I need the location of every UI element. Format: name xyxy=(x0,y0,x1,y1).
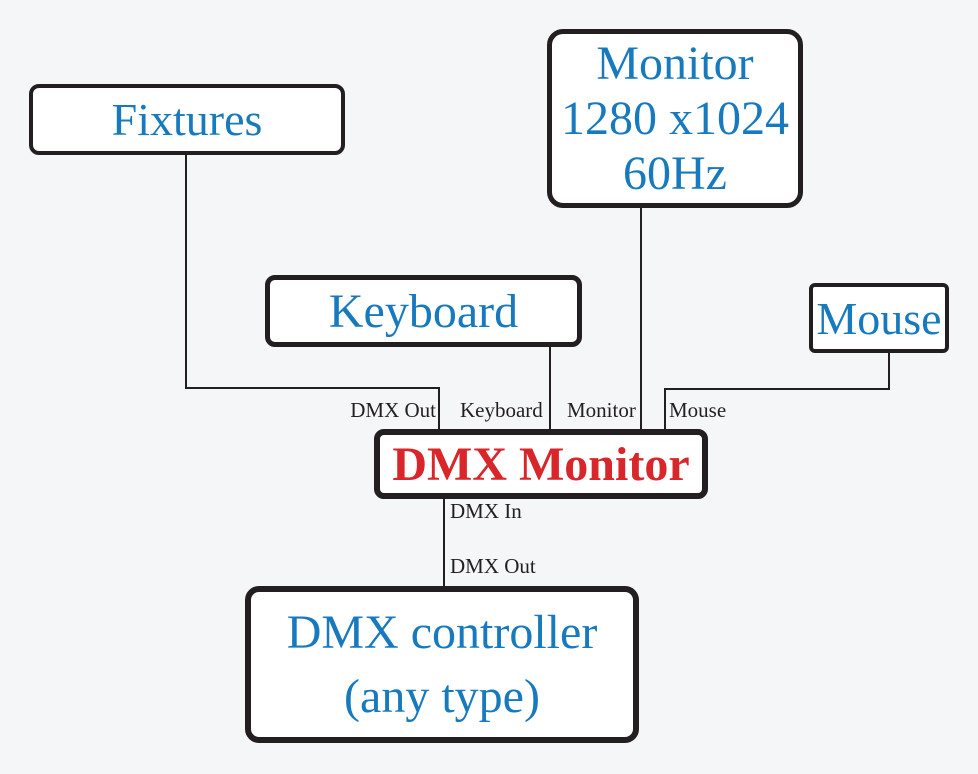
node-monitor: Monitor 1280 x1024 60Hz xyxy=(547,29,803,208)
node-keyboard-label: Keyboard xyxy=(328,284,519,338)
node-monitor-line1: Monitor xyxy=(596,37,754,90)
node-fixtures: Fixtures xyxy=(29,84,345,155)
node-fixtures-label: Fixtures xyxy=(111,94,263,145)
edge-label-dmx-in: DMX In xyxy=(450,499,522,523)
connector-monitor xyxy=(640,206,642,432)
edge-label-dmx-out-bottom: DMX Out xyxy=(450,554,536,578)
connector-mouse-drop xyxy=(664,388,666,432)
edge-label-dmx-out-top: DMX Out xyxy=(350,398,436,422)
connector-mouse-horizontal xyxy=(664,388,890,390)
node-dmx-monitor-label: DMX Monitor xyxy=(392,437,690,491)
connector-fixtures-drop xyxy=(438,387,440,432)
node-dmx-controller-line2: (any type) xyxy=(344,669,540,723)
connector-dmx-controller xyxy=(443,496,445,588)
node-monitor-line2: 1280 x1024 xyxy=(561,92,789,145)
connector-fixtures-vertical xyxy=(185,153,187,389)
node-monitor-line3: 60Hz xyxy=(623,147,727,200)
connector-fixtures-horizontal xyxy=(185,387,440,389)
connector-mouse-vertical xyxy=(888,351,890,390)
edge-label-keyboard: Keyboard xyxy=(460,398,543,422)
node-dmx-controller: DMX controller (any type) xyxy=(245,586,639,743)
edge-label-mouse: Mouse xyxy=(669,398,727,422)
node-keyboard: Keyboard xyxy=(265,275,582,347)
node-dmx-controller-line1: DMX controller xyxy=(286,605,598,659)
node-mouse: Mouse xyxy=(809,283,949,353)
node-mouse-label: Mouse xyxy=(816,292,942,344)
connector-keyboard xyxy=(549,345,551,432)
node-dmx-monitor: DMX Monitor xyxy=(374,429,708,499)
edge-label-monitor: Monitor xyxy=(567,398,636,422)
